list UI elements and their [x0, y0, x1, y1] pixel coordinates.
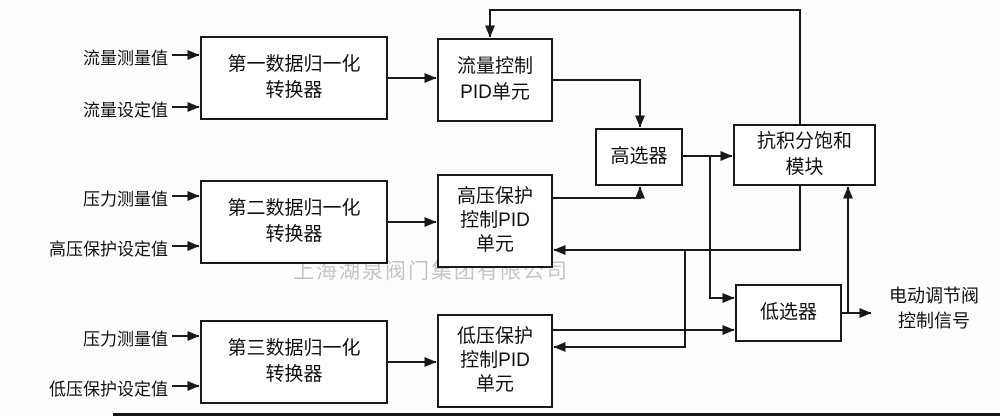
wire-hp-pid-to-high-selector — [553, 186, 645, 199]
wire-flow-pid-to-high-selector — [553, 79, 645, 128]
block-label-line: 抗积分饱和 — [756, 131, 852, 152]
wire-high-selector-branch-to-low-selector — [709, 156, 735, 303]
output-label-line: 控制信号 — [898, 311, 970, 331]
input-label-hp-setpoint: 高压保护设定值 — [49, 240, 168, 259]
block-label-line: 转换器 — [265, 80, 323, 101]
output-label: 电动调节阀 控制信号 — [872, 284, 996, 334]
block-label-line: 高选器 — [610, 146, 668, 167]
page-edge-line — [113, 413, 1000, 416]
block-normalizer-2: 第二数据归一化 转换器 — [200, 180, 388, 264]
block-label-line: 单元 — [475, 234, 514, 255]
input-label-flow-setpoint: 流量设定值 — [83, 101, 168, 120]
block-label-line: 模块 — [785, 157, 824, 178]
block-label-line: 单元 — [475, 374, 514, 395]
block-label-line: 转换器 — [265, 224, 323, 245]
block-label-line: 控制PID — [460, 210, 530, 231]
block-label-line: 转换器 — [265, 364, 323, 385]
block-lp-pid: 低压保护 控制PID 单元 — [437, 314, 553, 408]
block-low-selector: 低选器 — [735, 284, 842, 342]
input-label-flow-measure: 流量测量值 — [83, 49, 168, 68]
input-label-pressure-measure-1: 压力测量值 — [83, 190, 168, 209]
block-label-line: PID单元 — [460, 82, 530, 103]
block-label-line: 流量控制 — [456, 56, 533, 77]
block-high-selector: 高选器 — [595, 128, 683, 186]
block-normalizer-1: 第一数据归一化 转换器 — [200, 36, 388, 120]
block-label-line: 低选器 — [759, 302, 817, 323]
input-label-lp-setpoint: 低压保护设定值 — [49, 380, 168, 399]
block-normalizer-3: 第三数据归一化 转换器 — [200, 320, 388, 404]
block-label-line: 控制PID — [460, 350, 530, 371]
block-label-line: 低压保护 — [456, 326, 533, 347]
output-label-line: 电动调节阀 — [889, 286, 979, 306]
block-label-line: 第三数据归一化 — [227, 338, 361, 359]
block-flow-pid: 流量控制 PID单元 — [437, 38, 553, 122]
input-label-pressure-measure-2: 压力测量值 — [83, 330, 168, 349]
block-hp-pid: 高压保护 控制PID 单元 — [437, 174, 553, 268]
block-label-line: 高压保护 — [456, 186, 533, 207]
block-label-line: 第二数据归一化 — [227, 198, 361, 219]
wire-anti-windup-to-hp-pid — [553, 186, 801, 255]
block-anti-windup: 抗积分饱和 模块 — [733, 124, 876, 186]
block-label-line: 第一数据归一化 — [227, 54, 361, 75]
wire-anti-windup-branch-to-lp-pid — [553, 250, 686, 352]
